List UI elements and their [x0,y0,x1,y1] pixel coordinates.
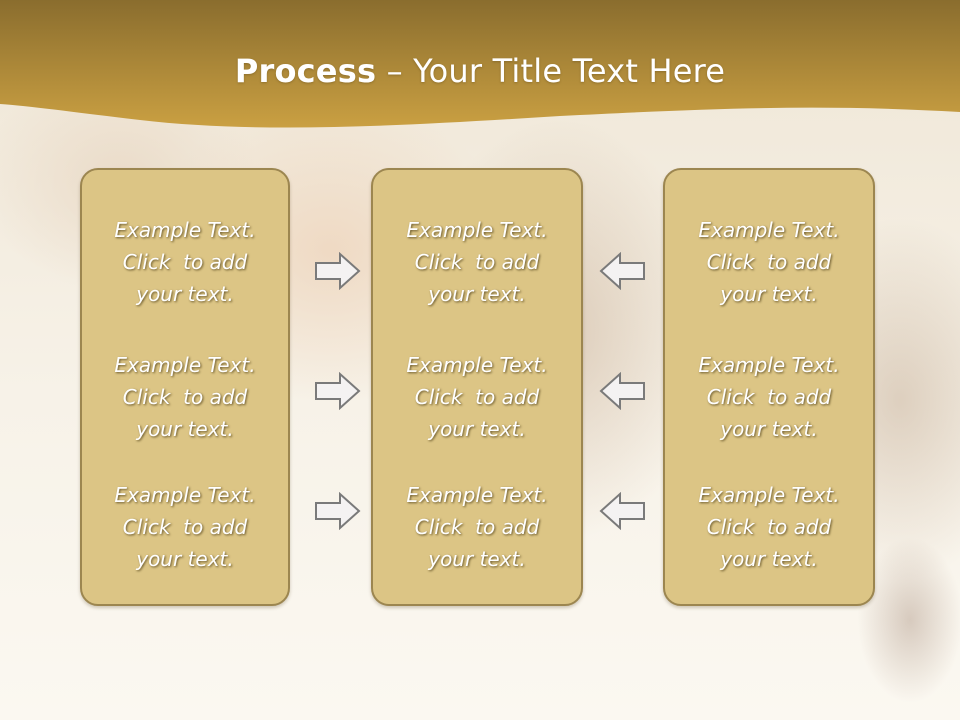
title-rest: – Your Title Text Here [376,52,726,90]
title-bold: Process [234,52,377,90]
arrow-left-icon [599,492,645,530]
text-placeholder[interactable]: Example Text. Click to add your text. [114,218,256,306]
text-placeholder[interactable]: Example Text. Click to add your text. [114,483,256,571]
arrow-right-icon [315,252,361,290]
text-placeholder[interactable]: Example Text. Click to add your text. [698,483,840,571]
text-placeholder[interactable]: Example Text. Click to add your text. [114,353,256,441]
text-placeholder[interactable]: Example Text. Click to add your text. [698,218,840,306]
process-box-left[interactable]: Example Text. Click to add your text. Ex… [80,168,290,606]
process-box-right[interactable]: Example Text. Click to add your text. Ex… [663,168,875,606]
text-placeholder[interactable]: Example Text. Click to add your text. [406,353,548,441]
process-box-center[interactable]: Example Text. Click to add your text. Ex… [371,168,583,606]
text-placeholder[interactable]: Example Text. Click to add your text. [698,353,840,441]
arrow-left-icon [599,372,645,410]
slide-title[interactable]: Process – Your Title Text Here [0,52,960,90]
arrow-right-icon [315,372,361,410]
text-placeholder[interactable]: Example Text. Click to add your text. [406,483,548,571]
arrow-right-icon [315,492,361,530]
text-placeholder[interactable]: Example Text. Click to add your text. [406,218,548,306]
arrow-left-icon [599,252,645,290]
header-banner [0,0,960,128]
